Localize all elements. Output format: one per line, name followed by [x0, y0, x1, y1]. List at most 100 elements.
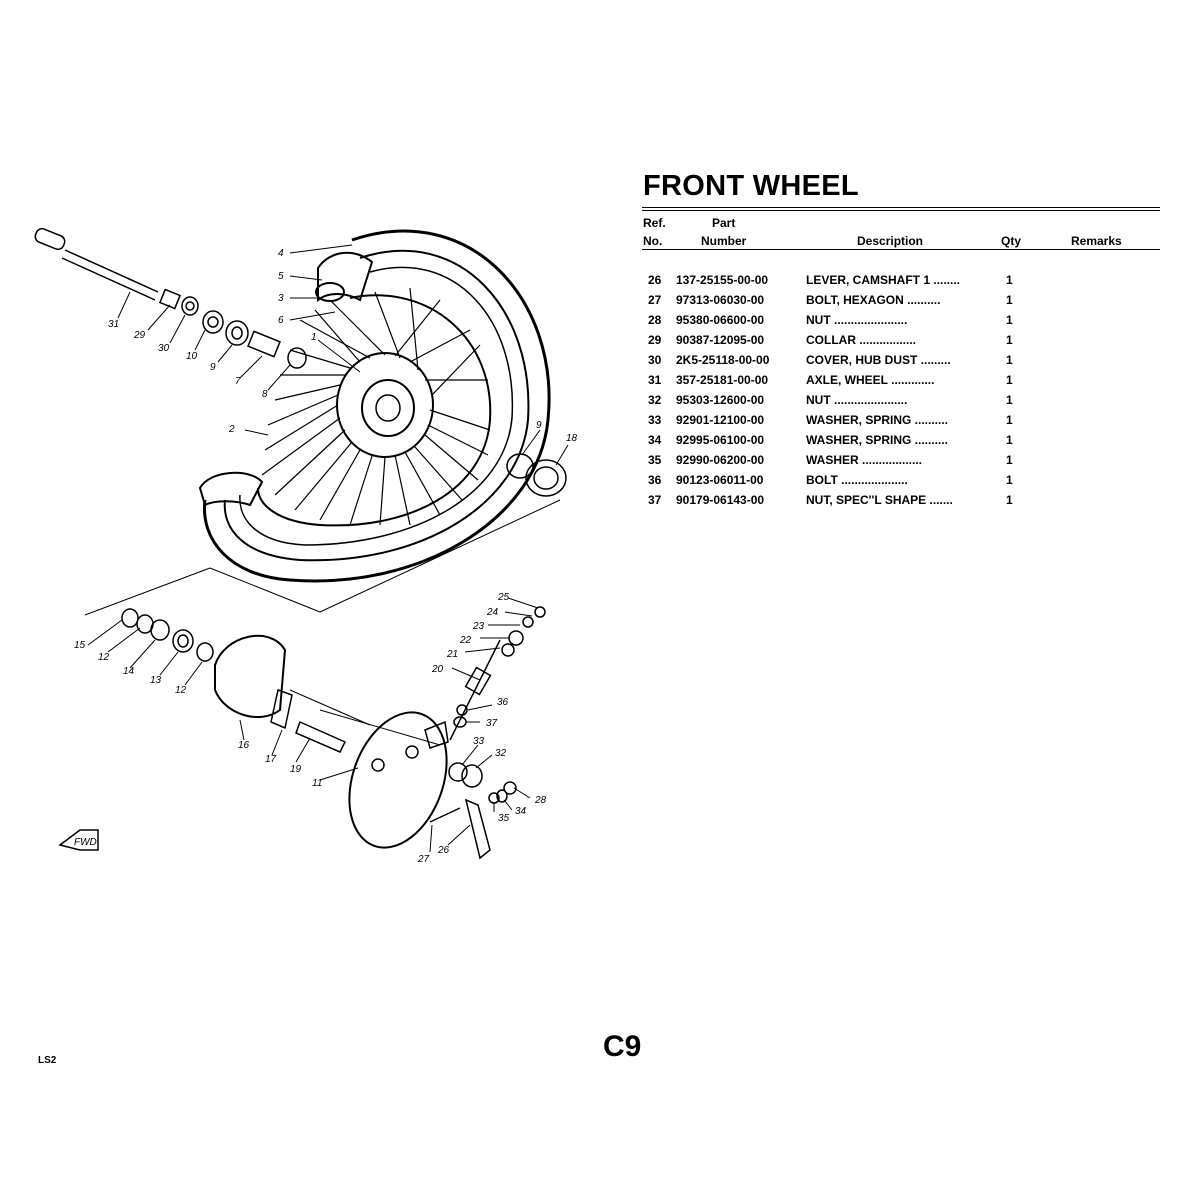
callout-35: 35	[498, 813, 510, 824]
front-direction-arrow-icon: FWD	[58, 829, 99, 851]
callout-6: 6	[278, 315, 284, 326]
callout-27: 27	[417, 854, 430, 865]
part-description: BOLT ....................	[806, 473, 908, 487]
table-row: 36 90123-06011-00 BOLT .................…	[643, 470, 1026, 490]
part-qty: 1	[1006, 433, 1013, 447]
page-number: C9	[603, 1030, 642, 1063]
part-qty: 1	[1006, 453, 1013, 467]
header-ref-line2: No.	[643, 234, 663, 248]
part-description: NUT, SPEC''L SHAPE .......	[806, 493, 953, 507]
assembly-guide-lines	[84, 499, 561, 746]
part-qty: 1	[1006, 333, 1013, 347]
callout-7: 7	[235, 376, 241, 387]
callout-9-right: 9	[536, 420, 542, 431]
part-description: WASHER, SPRING ..........	[806, 433, 949, 447]
callout-24: 24	[486, 607, 499, 618]
part-number: 137-25155-00-00	[676, 273, 769, 287]
part-number: 92901-12100-00	[676, 413, 765, 427]
callout-16: 16	[238, 740, 250, 751]
part-number: 2K5-25118-00-00	[676, 353, 770, 367]
callout-25: 25	[497, 592, 510, 603]
callout-8: 8	[262, 389, 268, 400]
part-description: WASHER, SPRING ..........	[806, 413, 949, 427]
brake-assembly	[121, 606, 546, 860]
callout-18: 18	[566, 433, 578, 444]
part-number: 95380-06600-00	[676, 313, 765, 327]
ref-number: 35	[648, 453, 662, 467]
part-qty: 1	[1006, 273, 1013, 287]
part-description: BOLT, HEXAGON ..........	[806, 293, 941, 307]
part-number: 97313-06030-00	[676, 293, 765, 307]
ref-number: 30	[648, 353, 662, 367]
part-description: COVER, HUB DUST .........	[806, 353, 951, 367]
part-number: 92990-06200-00	[676, 453, 765, 467]
table-row: 27 97313-06030-00 BOLT, HEXAGON ........…	[643, 290, 1026, 310]
header-qty: Qty	[1001, 234, 1022, 248]
header-description: Description	[857, 234, 924, 248]
part-description: LEVER, CAMSHAFT 1 ........	[806, 273, 961, 287]
table-row: 37 90179-06143-00 NUT, SPEC''L SHAPE ...…	[643, 490, 1026, 510]
callout-34: 34	[515, 806, 527, 817]
page-title: FRONT WHEEL	[643, 170, 859, 202]
part-description: AXLE, WHEEL .............	[806, 373, 935, 387]
callout-11: 11	[312, 778, 322, 789]
ref-number: 26	[648, 273, 662, 287]
wheel-assembly	[198, 229, 551, 583]
fwd-label: FWD	[74, 837, 97, 848]
callout-10: 10	[186, 351, 198, 362]
callout-20: 20	[431, 664, 444, 675]
header-part-line2: Number	[701, 234, 747, 248]
part-description: COLLAR .................	[806, 333, 917, 347]
part-number: 357-25181-00-00	[676, 373, 769, 387]
header-part-line1: Part	[712, 216, 736, 230]
callout-22: 22	[459, 635, 472, 646]
table-row: 28 95380-06600-00 NUT ..................…	[643, 310, 1026, 330]
callout-9-left: 9	[210, 362, 216, 373]
callout-15: 15	[74, 640, 86, 651]
table-row: 34 92995-06100-00 WASHER, SPRING .......…	[643, 430, 1026, 450]
callout-30: 30	[158, 343, 170, 354]
callout-1: 1	[311, 332, 317, 343]
callout-13: 13	[150, 675, 162, 686]
part-qty: 1	[1006, 293, 1013, 307]
title-rule-top	[642, 207, 1160, 208]
ref-number: 36	[648, 473, 662, 487]
part-number: 90123-06011-00	[676, 473, 764, 487]
header-rule	[642, 249, 1160, 250]
callout-29: 29	[133, 330, 146, 341]
part-qty: 1	[1006, 353, 1013, 367]
callout-4: 4	[278, 248, 284, 259]
ref-number: 31	[648, 373, 662, 387]
axle-stack	[34, 227, 567, 497]
callout-12-lower: 12	[175, 685, 187, 696]
table-row: 29 90387-12095-00 COLLAR ...............…	[643, 330, 1026, 350]
callout-5: 5	[278, 271, 284, 282]
callout-numbers: 4 5 3 6 1 2 31 29 30 10 9 7 8 9 18 15 12…	[74, 248, 578, 865]
part-number: 92995-06100-00	[676, 433, 765, 447]
part-qty: 1	[1006, 373, 1013, 387]
part-number: 95303-12600-00	[676, 393, 765, 407]
ref-number: 33	[648, 413, 662, 427]
ref-number: 37	[648, 493, 662, 507]
callout-leaders	[87, 244, 569, 853]
callout-23: 23	[472, 621, 485, 632]
header-ref-line1: Ref.	[643, 216, 666, 230]
title-rule-bottom	[642, 210, 1160, 211]
header-remarks: Remarks	[1071, 234, 1122, 248]
table-row: 30 2K5-25118-00-00 COVER, HUB DUST .....…	[643, 350, 1026, 370]
table-row: 33 92901-12100-00 WASHER, SPRING .......…	[643, 410, 1026, 430]
table-row: 32 95303-12600-00 NUT ..................…	[643, 390, 1026, 410]
callout-19: 19	[290, 764, 302, 775]
ref-number: 29	[648, 333, 662, 347]
table-row: 26 137-25155-00-00 LEVER, CAMSHAFT 1 ...…	[643, 270, 1026, 290]
callout-37: 37	[486, 718, 498, 729]
part-qty: 1	[1006, 413, 1013, 427]
ref-number: 27	[648, 293, 662, 307]
table-row: 35 92990-06200-00 WASHER ...............…	[643, 450, 1026, 470]
part-number: 90179-06143-00	[676, 493, 765, 507]
part-description: NUT ......................	[806, 313, 908, 327]
part-qty: 1	[1006, 313, 1013, 327]
callout-2: 2	[228, 424, 235, 435]
callout-21: 21	[446, 649, 458, 660]
